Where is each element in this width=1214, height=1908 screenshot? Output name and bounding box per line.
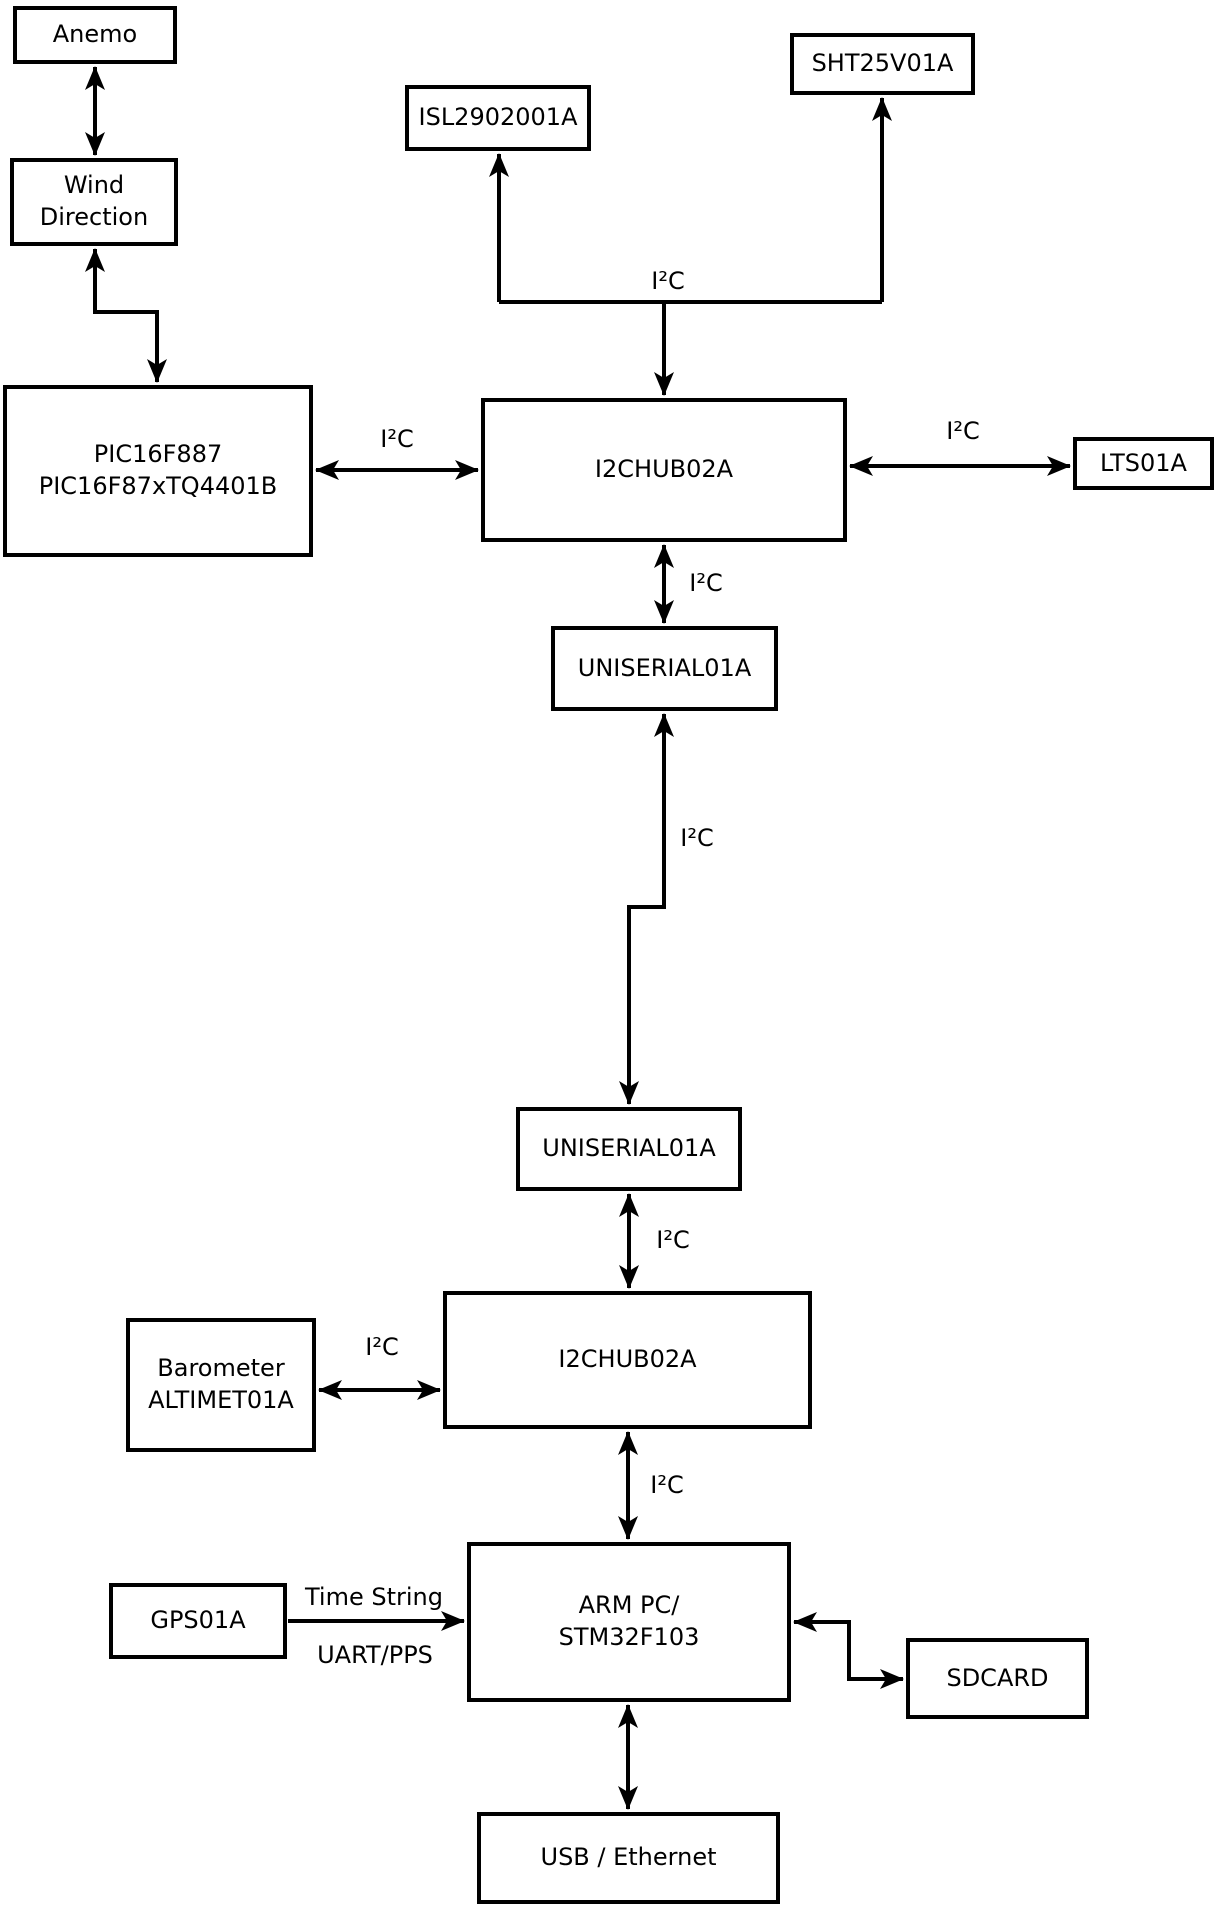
node-sht25v01a: SHT25V01A [790,33,975,95]
edge-uni1-uni2 [619,713,674,1105]
node-arm-pc-stm32f103: ARM PC/ STM32F103 [467,1542,791,1702]
edge-label-i2c-pic-hub1: I²C [380,425,414,453]
edge-label-i2c-top-junction: I²C [651,267,685,295]
node-lts01a: LTS01A [1073,437,1214,490]
node-pic16f887: PIC16F887 PIC16F87xTQ4401B [3,385,313,557]
edge-arm-sdcard [793,1612,904,1689]
node-isl2902001a: ISL2902001A [405,85,591,151]
edge-label-time-string: Time String [305,1583,443,1611]
edge-wind-pic [85,248,167,383]
edge-label-i2c-hub1-lts: I²C [946,417,980,445]
node-anemo: Anemo [13,6,177,64]
node-uniserial01a-lower: UNISERIAL01A [516,1107,742,1191]
node-sdcard: SDCARD [906,1638,1089,1719]
node-wind-direction: Wind Direction [10,158,178,246]
edge-label-uart-pps: UART/PPS [317,1641,433,1669]
edge-label-i2c-hub1-uni1: I²C [689,569,723,597]
node-usb-ethernet: USB / Ethernet [477,1812,780,1904]
node-barometer-altimet01a: Barometer ALTIMET01A [126,1318,316,1452]
edge-label-i2c-baro-hub2: I²C [365,1333,399,1361]
node-uniserial01a-upper: UNISERIAL01A [551,626,778,711]
edge-label-i2c-uni1-uni2: I²C [680,824,714,852]
edge-label-i2c-hub2-arm: I²C [650,1471,684,1499]
node-i2chub02a-upper: I2CHUB02A [481,398,847,542]
edge-label-i2c-uni2-hub2: I²C [656,1226,690,1254]
node-i2chub02a-lower: I2CHUB02A [443,1291,812,1429]
node-gps01a: GPS01A [109,1583,287,1659]
